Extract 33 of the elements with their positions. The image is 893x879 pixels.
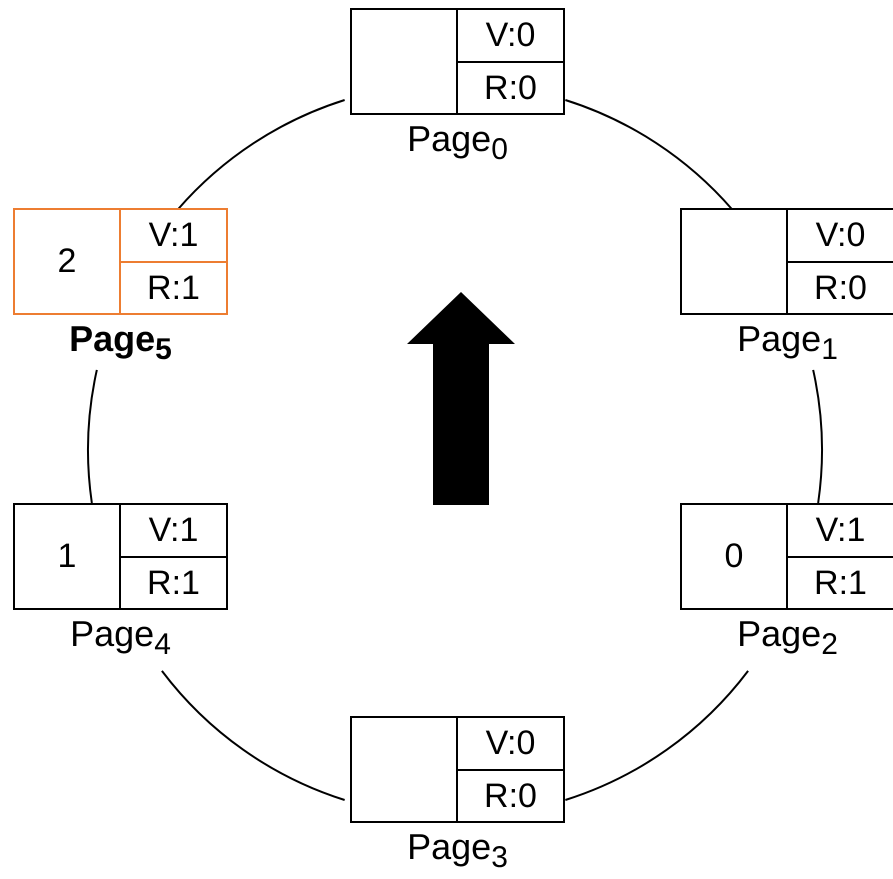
circle-arc xyxy=(565,670,749,801)
page-label: Page$_{4}$ xyxy=(69,613,172,662)
circle-arc xyxy=(812,370,823,504)
valid-bit: V:1 xyxy=(119,210,226,261)
page-label: Page$_{1}$ xyxy=(736,318,839,368)
reference-bit: R:1 xyxy=(119,261,226,313)
reference-bit: R:0 xyxy=(456,769,563,821)
valid-bit: V:1 xyxy=(119,505,226,556)
page-label: Page$_{0}$ xyxy=(406,118,509,168)
reference-bit: R:1 xyxy=(786,556,893,608)
page-frame-box xyxy=(680,503,893,610)
page-frame-box xyxy=(13,503,228,610)
page-frame-box xyxy=(350,8,565,115)
page-frame-box xyxy=(350,716,565,823)
reference-bit: R:1 xyxy=(119,556,226,608)
page-frame-box xyxy=(680,208,893,315)
page-number: 2 xyxy=(56,241,78,282)
page-label: Page$_{3}$ xyxy=(406,826,509,876)
valid-bit: V:0 xyxy=(456,10,563,61)
circle-arc xyxy=(161,670,345,801)
page-number: 0 xyxy=(724,536,744,577)
valid-bit: V:1 xyxy=(786,505,893,556)
reference-bit: R:0 xyxy=(456,61,563,113)
circle-arc xyxy=(87,370,98,504)
reference-bit: R:0 xyxy=(786,261,893,313)
valid-bit: V:0 xyxy=(456,718,563,769)
valid-bit: V:0 xyxy=(786,210,893,261)
circle-arc xyxy=(565,99,733,210)
page-number: 1 xyxy=(56,536,78,577)
circle-arc xyxy=(177,99,345,210)
page-frame-box xyxy=(13,208,228,315)
page-label: Page$_{2}$ xyxy=(736,613,839,662)
page-label: Page$_{5}$ xyxy=(68,318,173,368)
